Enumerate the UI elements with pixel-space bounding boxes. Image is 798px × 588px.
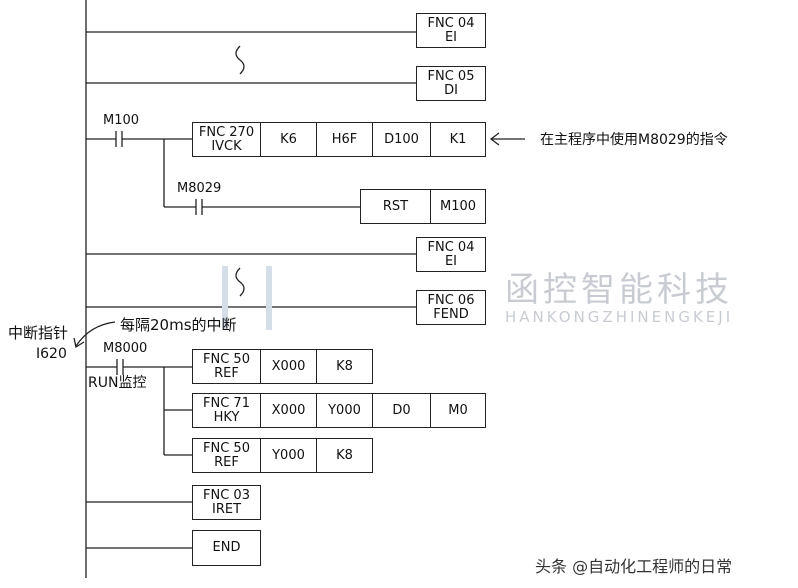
fnc-code: FNC 270 bbox=[198, 124, 255, 140]
mnemonic: IRET bbox=[211, 501, 242, 517]
fnc-code: FNC 04 bbox=[427, 239, 475, 255]
rst-target: M100 bbox=[430, 189, 486, 224]
mnemonic: DI bbox=[444, 82, 458, 98]
fnc-code: FNC 04 bbox=[427, 15, 475, 31]
mnemonic: REF bbox=[214, 365, 239, 381]
operand: M0 bbox=[430, 393, 486, 428]
pointer-arrow-head bbox=[73, 337, 85, 349]
operand: X000 bbox=[260, 393, 317, 428]
ivck-note: 在主程序中使用M8029的指令 bbox=[540, 132, 728, 148]
fnc-code: FNC 50 bbox=[203, 351, 250, 367]
operand: K1 bbox=[430, 122, 486, 157]
operand: Y000 bbox=[316, 393, 373, 428]
mnemonic: IVCK bbox=[211, 138, 242, 154]
rst-box: RST bbox=[360, 189, 431, 224]
mnemonic: REF bbox=[214, 454, 239, 470]
end-box: END bbox=[192, 530, 261, 566]
mnemonic: FEND bbox=[433, 306, 469, 322]
note-arrow-head bbox=[489, 132, 500, 146]
contact-label-m8029: M8029 bbox=[177, 181, 222, 196]
operand: K8 bbox=[316, 349, 373, 384]
mnemonic: EI bbox=[444, 253, 458, 269]
mnemonic: HKY bbox=[213, 409, 240, 425]
fnc-code: FNC 05 bbox=[427, 68, 475, 84]
operand: K8 bbox=[316, 438, 373, 473]
contact-label-m8000: M8000 bbox=[103, 341, 148, 356]
operand: K6 bbox=[260, 122, 317, 157]
pointer-label: 中断指针 bbox=[8, 324, 69, 342]
watermark-en: HANKONGZHINENGKEJI bbox=[505, 308, 734, 326]
watermark-logo bbox=[222, 266, 272, 330]
mnemonic: EI bbox=[444, 29, 458, 45]
operand: X000 bbox=[260, 349, 317, 384]
contact-label-m100: M100 bbox=[103, 113, 140, 128]
period-note: 每隔20ms的中断 bbox=[120, 316, 237, 334]
pointer-id: I620 bbox=[36, 346, 67, 362]
fnc-code: FNC 06 bbox=[427, 292, 475, 308]
watermark-cn: 函控智能科技 bbox=[505, 270, 733, 310]
operand: D100 bbox=[372, 122, 431, 157]
operand: D0 bbox=[372, 393, 431, 428]
fnc-code: FNC 71 bbox=[203, 395, 250, 411]
operand: Y000 bbox=[260, 438, 317, 473]
break-squiggle-1 bbox=[235, 45, 245, 75]
operand: H6F bbox=[316, 122, 373, 157]
fnc-code: FNC 50 bbox=[203, 440, 250, 456]
break-squiggle-2 bbox=[235, 267, 245, 297]
credit-watermark: 头条 @自动化工程师的日常 bbox=[535, 557, 733, 576]
fnc-code: FNC 03 bbox=[203, 487, 250, 503]
contact-note: RUN监控 bbox=[88, 375, 147, 391]
pointer-arrow bbox=[75, 321, 116, 347]
